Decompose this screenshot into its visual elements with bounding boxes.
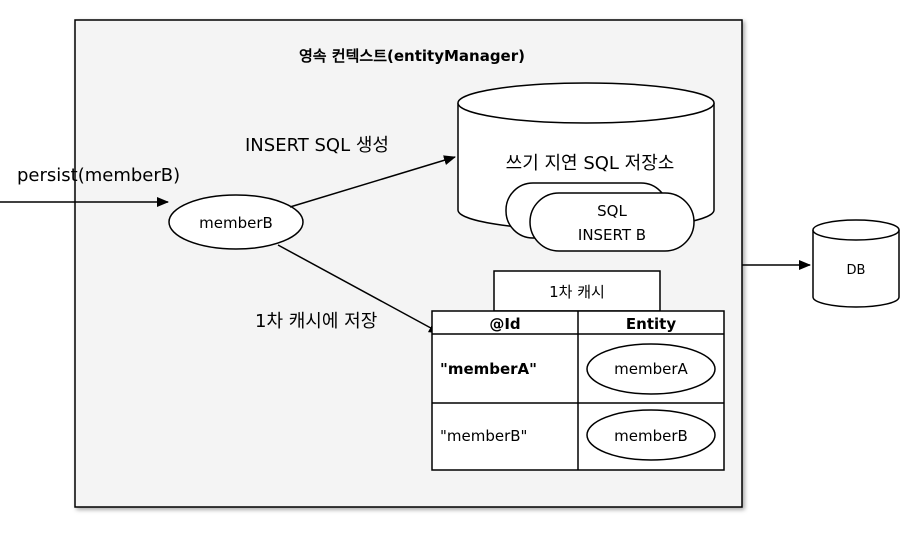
db-cylinder-top bbox=[812, 219, 900, 241]
db-cylinder-body bbox=[812, 230, 900, 308]
sql-entry-front bbox=[529, 192, 695, 252]
cache-store-flow: 1차 캐시에 저장 bbox=[255, 244, 441, 334]
member-b-label: memberB bbox=[199, 214, 273, 232]
sql-store-title: 쓰기 지연 SQL 저장소 bbox=[506, 153, 675, 174]
cache-row-id: "memberA" bbox=[440, 360, 537, 378]
persistence-context-title: 영속 컨텍스트(entityManager) bbox=[299, 47, 525, 65]
member-b-ellipse bbox=[168, 194, 304, 250]
cache-header-entity: Entity bbox=[626, 315, 676, 333]
cache-row-entity: memberA bbox=[614, 360, 688, 378]
cache-title-box bbox=[493, 270, 661, 312]
cache-store-arrow bbox=[277, 244, 441, 334]
insert-sql-flow: INSERT SQL 생성 bbox=[245, 135, 456, 208]
sql-store-cylinder-top bbox=[457, 82, 715, 124]
member-b-entity: memberB bbox=[168, 194, 304, 250]
sql-entry-line2: INSERT B bbox=[578, 226, 646, 244]
sql-store: 쓰기 지연 SQL 저장소 SQL INSERT B bbox=[457, 82, 715, 252]
cache-row-entity-ellipse bbox=[586, 343, 716, 395]
cache-row-id: "memberB" bbox=[440, 427, 527, 445]
cache-row: "memberA" memberA bbox=[440, 343, 716, 395]
cache-row-entity-ellipse bbox=[586, 409, 716, 461]
persist-call: persist(memberB) bbox=[0, 165, 180, 207]
database: DB bbox=[812, 219, 900, 308]
first-level-cache: 1차 캐시 @Id Entity "memberA" memberA "memb… bbox=[431, 270, 725, 471]
cache-row: "memberB" memberB bbox=[440, 409, 716, 461]
insert-sql-arrow bbox=[289, 155, 456, 208]
sql-entry-line1: SQL bbox=[597, 202, 627, 220]
cache-store-label: 1차 캐시에 저장 bbox=[255, 311, 377, 332]
insert-sql-label: INSERT SQL 생성 bbox=[245, 135, 389, 156]
cache-row-entity: memberB bbox=[614, 427, 688, 445]
db-label: DB bbox=[847, 263, 866, 278]
persist-call-label: persist(memberB) bbox=[17, 165, 180, 186]
cache-header-id: @Id bbox=[489, 315, 520, 333]
cache-title: 1차 캐시 bbox=[549, 283, 605, 301]
